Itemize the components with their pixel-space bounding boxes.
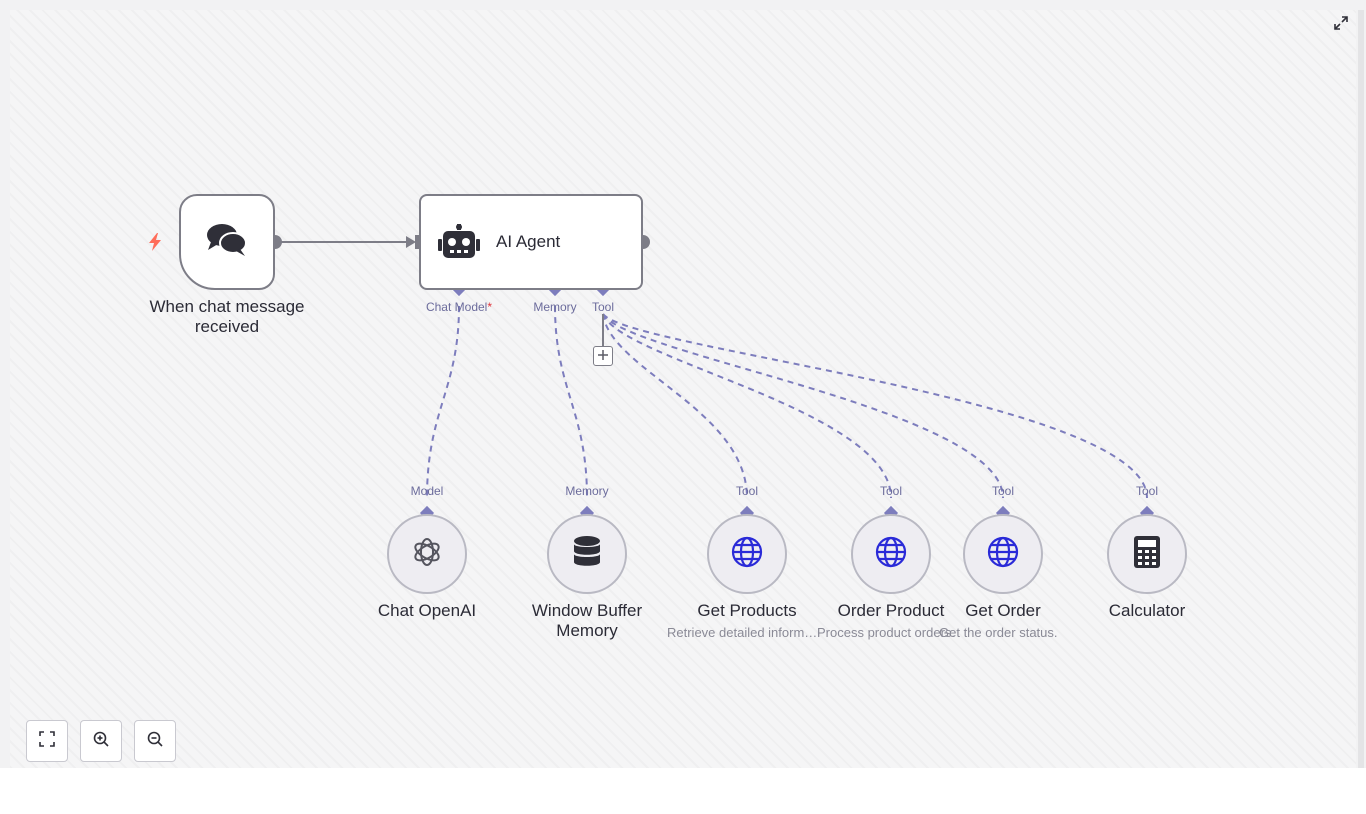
chat-openai-title: Chat OpenAI <box>377 601 477 620</box>
fit-view-icon <box>39 730 55 752</box>
expand-icon <box>1334 15 1348 35</box>
memory-connection <box>554 305 588 499</box>
get-order-subtitle: Get the order status. <box>939 625 1058 640</box>
calculator-title: Calculator <box>1108 601 1186 620</box>
tool-connection-order-product <box>602 313 892 499</box>
chat-trigger-title: When chat message received <box>149 297 305 336</box>
database-icon <box>573 535 601 573</box>
window-buffer-memory-node[interactable] <box>547 514 627 594</box>
fullscreen-button[interactable] <box>1330 14 1352 36</box>
calculator-icon <box>1134 535 1160 573</box>
tool-connection-calculator <box>602 313 1148 499</box>
zoom-in-button[interactable] <box>80 720 122 762</box>
get-order-title: Get Order <box>965 601 1041 620</box>
get-products-title: Get Products <box>697 601 797 620</box>
chat-model-port-label: Chat Model* <box>425 300 493 314</box>
chat-trigger-node[interactable] <box>179 194 275 290</box>
tool-port-label: Tool <box>591 300 614 314</box>
globe-icon <box>731 536 763 573</box>
connection-arrowhead <box>406 236 416 248</box>
get-products-port-label: Tool <box>735 484 758 498</box>
workflow-canvas[interactable]: When chat message received AI Agent Chat… <box>10 10 1356 768</box>
order-product-subtitle: Process product orders. <box>817 625 956 640</box>
calculator-node[interactable] <box>1107 514 1187 594</box>
zoom-in-icon <box>93 731 109 752</box>
tool-connection-get-order <box>602 313 1004 499</box>
add-tool-button[interactable] <box>593 346 613 366</box>
get-order-node[interactable] <box>963 514 1043 594</box>
zoom-out-icon <box>147 731 163 752</box>
top-border <box>0 0 1366 10</box>
get-products-node[interactable] <box>707 514 787 594</box>
left-border <box>0 0 10 768</box>
memory-port-label: Memory <box>533 300 577 314</box>
lightning-icon <box>147 233 163 256</box>
chat-bubbles-icon <box>206 222 248 263</box>
ai-agent-node[interactable]: AI Agent <box>419 194 643 290</box>
robot-icon <box>438 224 480 260</box>
connections-layer <box>268 235 1155 521</box>
globe-icon <box>875 536 907 573</box>
model-connection <box>426 305 460 499</box>
ai-agent-title: AI Agent <box>496 232 561 251</box>
order-product-title: Order Product <box>837 601 945 620</box>
fit-view-button[interactable] <box>26 720 68 762</box>
model-port-label: Model <box>410 484 444 498</box>
openai-icon <box>410 535 444 574</box>
get-order-port-label: Tool <box>991 484 1014 498</box>
zoom-out-button[interactable] <box>134 720 176 762</box>
canvas-scrollbar[interactable] <box>1358 10 1364 768</box>
memory-node-port-label: Memory <box>565 484 609 498</box>
window-buffer-memory-title: Window Buffer Memory <box>531 601 643 640</box>
chat-openai-node[interactable] <box>387 514 467 594</box>
globe-icon <box>987 536 1019 573</box>
order-product-node[interactable] <box>851 514 931 594</box>
calculator-port-label: Tool <box>1135 484 1158 498</box>
tool-connection-get-products <box>602 313 748 499</box>
get-products-subtitle: Retrieve detailed inform… <box>667 625 818 640</box>
plus-icon <box>598 347 608 365</box>
order-product-port-label: Tool <box>879 484 902 498</box>
